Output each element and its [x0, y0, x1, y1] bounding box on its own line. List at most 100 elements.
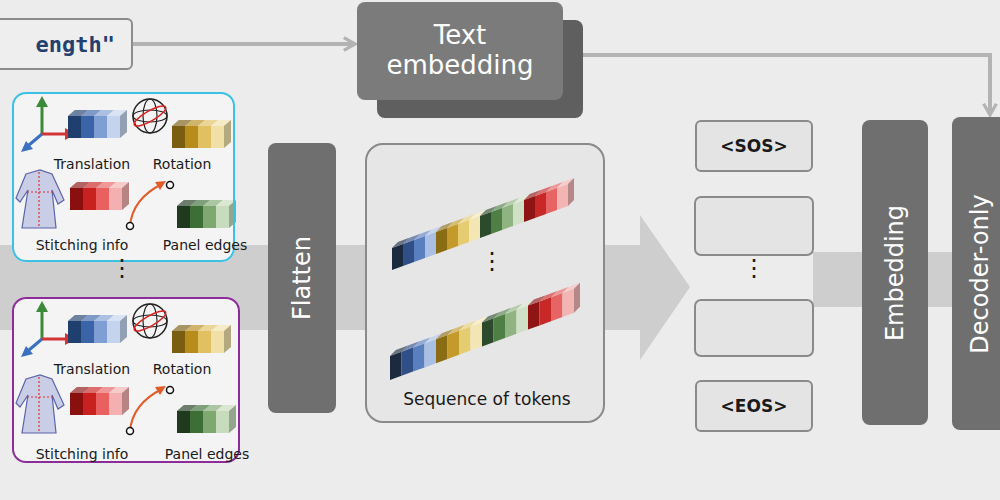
token-cube	[224, 120, 231, 148]
token-cube	[81, 321, 94, 343]
sequence-box: ⋮ Sequence of tokens	[365, 143, 605, 423]
connector-arrow	[133, 42, 355, 46]
token-cube	[216, 206, 229, 228]
token-cube	[185, 331, 198, 353]
token-cube	[557, 184, 568, 210]
token-cube	[551, 293, 563, 321]
ellipsis-label: ⋮	[742, 256, 766, 280]
flatten-bar: Flatten	[268, 143, 336, 413]
token-cube	[203, 411, 216, 433]
token-cube	[172, 331, 185, 353]
token-cube	[68, 116, 81, 138]
token-cube	[224, 325, 231, 353]
token-cube	[172, 126, 185, 148]
token-cube	[568, 178, 574, 206]
token-cube	[122, 182, 129, 210]
token-cube	[528, 301, 540, 329]
token-cube	[491, 208, 502, 234]
node-label: <SOS>	[720, 136, 787, 156]
ellipsis-label: ⋮	[110, 256, 134, 280]
token-cube	[216, 411, 229, 433]
token-cube	[459, 327, 471, 355]
token-cube	[96, 393, 109, 415]
token-cube	[83, 188, 96, 210]
token-cube	[120, 110, 127, 138]
token-cube	[68, 321, 81, 343]
token-cube	[107, 321, 120, 343]
node-label: ength"	[36, 32, 115, 57]
token-cube	[224, 120, 231, 148]
token-cube	[70, 188, 83, 210]
node-label: Translation	[54, 156, 130, 172]
token-cube	[120, 315, 127, 343]
token-cube	[524, 196, 535, 222]
token-cube	[94, 116, 107, 138]
token-cube	[198, 126, 211, 148]
token-cube	[70, 393, 83, 415]
token-cube	[107, 116, 120, 138]
bar-label: Embedding	[881, 204, 909, 340]
prompt-box: ength"	[0, 18, 133, 70]
token-cube	[574, 283, 580, 313]
token-cube	[185, 126, 198, 148]
token-cube	[413, 343, 425, 371]
token-cube	[229, 405, 236, 433]
node-label: Stitching info	[36, 446, 129, 462]
token-cube	[471, 322, 483, 350]
node-label: Rotation	[153, 361, 212, 377]
node-label: Panel edges	[163, 237, 248, 253]
token-cube	[94, 321, 107, 343]
token-cube	[469, 216, 480, 242]
token-cube	[203, 206, 216, 228]
token-cube	[177, 206, 190, 228]
token-cube	[436, 228, 447, 254]
token-cube	[83, 393, 96, 415]
text-embedding-box: Text embedding	[357, 2, 563, 100]
node-label: Text embedding	[370, 21, 550, 81]
bar-label: Decoder-only	[966, 194, 994, 353]
token-cube	[122, 387, 129, 415]
token-box: <EOS>	[695, 380, 813, 432]
panel-box: TranslationRotationStitching infoPanel e…	[12, 92, 235, 262]
token-cube	[211, 331, 224, 353]
token-cube	[122, 387, 129, 415]
token-cube	[177, 411, 190, 433]
panel-box: TranslationRotationStitching infoPanel e…	[12, 297, 240, 463]
token-cube	[563, 289, 575, 317]
token-cube	[458, 220, 469, 246]
token-cube	[211, 126, 224, 148]
node-label: Translation	[54, 361, 130, 377]
token-cube	[568, 178, 574, 206]
token-cube	[480, 212, 491, 238]
token-cube	[190, 206, 203, 228]
token-cube	[109, 393, 122, 415]
token-cube	[447, 224, 458, 250]
token-cube	[482, 318, 494, 346]
token-cube	[403, 240, 414, 266]
token-cube	[81, 116, 94, 138]
token-cube	[402, 348, 414, 376]
token-cube	[120, 110, 127, 138]
token-cube	[436, 335, 448, 363]
token-cube	[494, 314, 506, 342]
token-cube	[535, 192, 546, 218]
token-cube	[229, 405, 236, 433]
node-label: Panel edges	[165, 446, 250, 462]
token-cube	[502, 204, 513, 230]
connector-arrow	[563, 55, 990, 115]
node-label: <EOS>	[721, 396, 788, 416]
token-cube	[414, 236, 425, 262]
node-label: ⋮	[480, 249, 504, 273]
token-cube	[546, 188, 557, 214]
token-cube	[448, 331, 460, 359]
token-cube	[109, 188, 122, 210]
token-cube	[96, 188, 109, 210]
bar-label: Flatten	[288, 236, 316, 320]
token-cube	[513, 200, 524, 226]
token-cube	[390, 352, 402, 380]
token-cube	[517, 306, 529, 334]
token-cube	[120, 315, 127, 343]
token-cube	[425, 232, 436, 258]
token-box: <SOS>	[695, 120, 813, 172]
node-label: Sequence of tokens	[403, 389, 570, 409]
